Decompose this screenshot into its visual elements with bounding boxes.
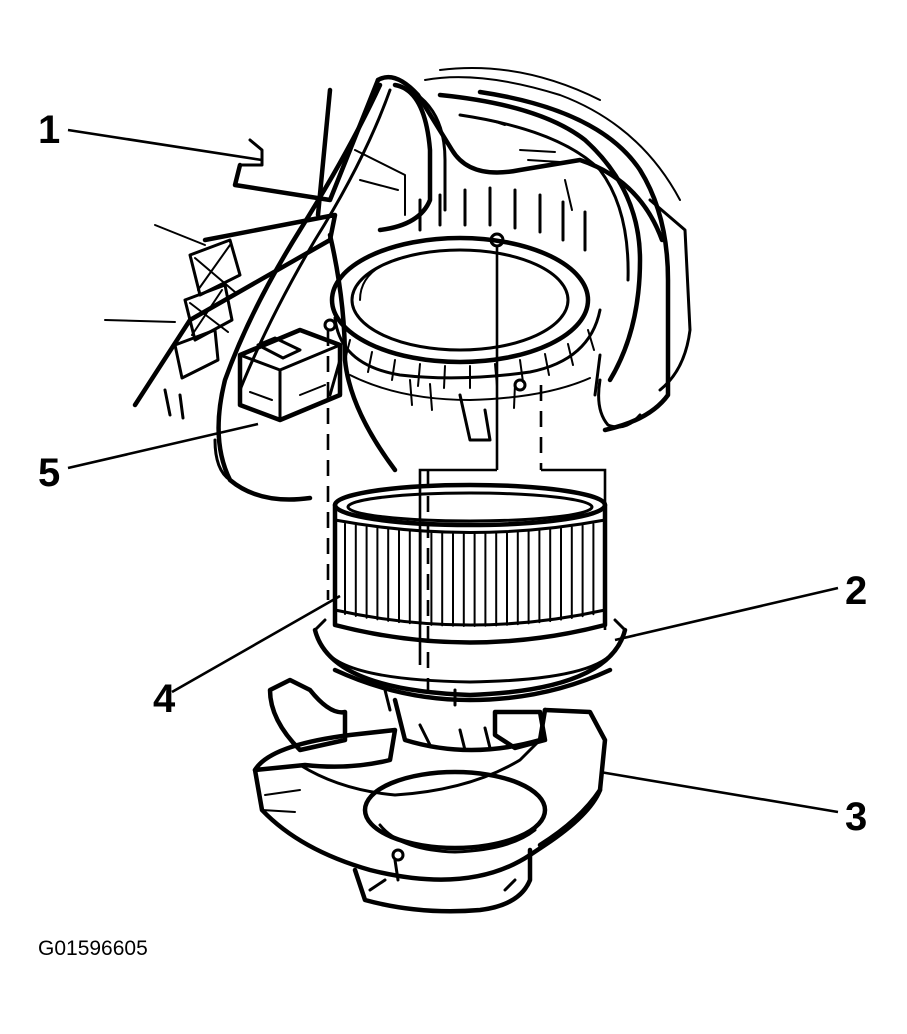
leader-2 (614, 586, 839, 642)
leader-3 (599, 770, 839, 814)
blower-wheel (332, 482, 608, 645)
callout-3: 3 (845, 795, 867, 839)
callout-4: 4 (153, 677, 176, 721)
leader-4 (171, 594, 341, 694)
leader-1 (67, 128, 263, 162)
hvac-module-case (104, 67, 692, 502)
motor-mounting-flange (312, 618, 628, 703)
callout-labels: 1 2 3 4 5 (38, 108, 867, 839)
blower-motor-assembly (252, 677, 608, 914)
blower-inlet-opening (323, 232, 602, 442)
callout-leaders (67, 128, 839, 814)
callout-1: 1 (38, 108, 60, 152)
figure-id-label: G01596605 (38, 937, 148, 960)
leader-5 (67, 422, 259, 470)
callout-5: 5 (38, 451, 60, 495)
callout-2: 2 (845, 569, 867, 613)
